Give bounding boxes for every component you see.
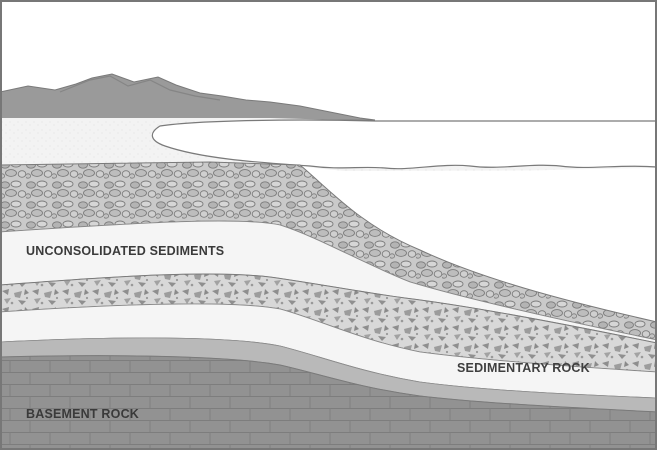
- label-sedimentary-rock: SEDIMENTARY ROCK: [457, 361, 590, 375]
- basement-rock-layer: [0, 355, 657, 450]
- ocean: [151, 119, 657, 170]
- mountains: [0, 73, 376, 123]
- mountain-ridge: [59, 75, 221, 101]
- label-unconsolidated-sediments: UNCONSOLIDATED SEDIMENTS: [26, 244, 224, 258]
- label-basement-rock: BASEMENT ROCK: [26, 407, 139, 421]
- seafloor-sediment: [300, 166, 657, 322]
